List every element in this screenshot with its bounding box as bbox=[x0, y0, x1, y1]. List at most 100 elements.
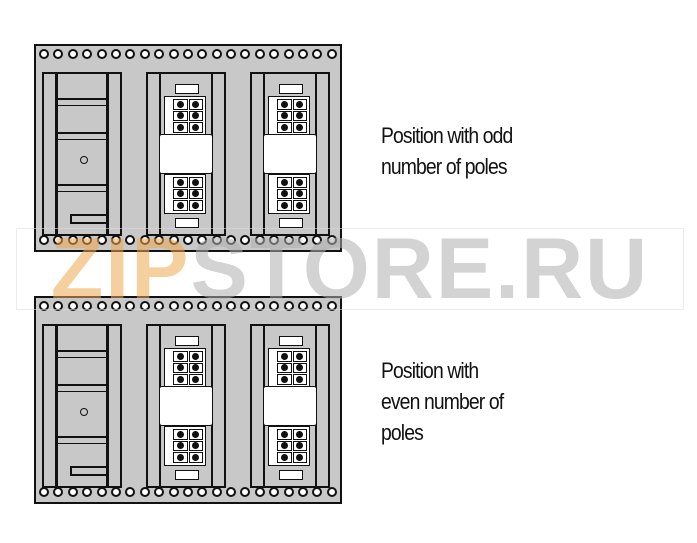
terminal-screw bbox=[173, 99, 188, 110]
caption-line: Position with bbox=[381, 358, 479, 383]
rail-hole bbox=[182, 235, 193, 245]
caption-line: Position with odd bbox=[381, 123, 513, 148]
relay-module bbox=[250, 324, 330, 488]
rail-hole bbox=[312, 235, 323, 245]
terminal-screw bbox=[292, 177, 307, 188]
rail-hole bbox=[326, 301, 337, 311]
rail-hole bbox=[240, 235, 251, 245]
terminal-screw bbox=[173, 374, 188, 385]
slot-bar bbox=[70, 214, 106, 224]
rail-hole bbox=[312, 487, 323, 497]
terminal-block-bottom bbox=[268, 174, 310, 214]
rail-hole bbox=[226, 301, 237, 311]
terminal-screw bbox=[188, 351, 203, 362]
rail-hole bbox=[168, 49, 179, 59]
terminal-screw bbox=[188, 374, 203, 385]
terminal-screw bbox=[173, 351, 188, 362]
terminal-screw bbox=[173, 429, 188, 440]
rail-hole bbox=[39, 301, 49, 311]
relay-body bbox=[263, 82, 317, 228]
rail-hole bbox=[53, 301, 64, 311]
caption-odd: Position with odd number of poles bbox=[381, 120, 513, 182]
relay-body bbox=[159, 334, 213, 480]
terminal-screw bbox=[173, 440, 188, 452]
rail-hole bbox=[39, 487, 49, 497]
rail-holes bbox=[36, 48, 340, 62]
terminal-screw bbox=[277, 362, 292, 374]
terminal-screw bbox=[173, 200, 188, 211]
terminal-screw bbox=[277, 452, 292, 463]
rail-hole bbox=[298, 49, 309, 59]
rail-holes bbox=[36, 234, 340, 248]
rail-hole bbox=[82, 301, 93, 311]
clip-top bbox=[279, 336, 303, 346]
clip-top bbox=[175, 336, 199, 346]
rail-hole bbox=[283, 301, 294, 311]
rail-hole bbox=[283, 49, 294, 59]
terminal-screw bbox=[173, 452, 188, 463]
din-rail-panel-top bbox=[34, 44, 342, 252]
rail-hole bbox=[139, 487, 150, 497]
indicator-dot bbox=[80, 156, 88, 164]
module-side bbox=[107, 326, 120, 486]
relay-module bbox=[250, 72, 330, 236]
terminal-screw bbox=[188, 110, 203, 122]
module-side bbox=[107, 74, 120, 234]
rail-hole bbox=[283, 235, 294, 245]
rail-hole bbox=[269, 487, 280, 497]
rail-hole bbox=[110, 49, 121, 59]
terminal-screw bbox=[188, 177, 203, 188]
terminal-screw bbox=[173, 177, 188, 188]
rail-hole bbox=[67, 235, 78, 245]
terminal-screw bbox=[173, 362, 188, 374]
slot-bar bbox=[70, 466, 106, 476]
rail-hole bbox=[254, 487, 265, 497]
rail-hole bbox=[182, 487, 193, 497]
rail-hole bbox=[168, 301, 179, 311]
rail-hole bbox=[254, 235, 265, 245]
terminal-screw bbox=[292, 440, 307, 452]
terminal-screw bbox=[277, 429, 292, 440]
clip-top bbox=[175, 84, 199, 94]
rail-hole bbox=[182, 301, 193, 311]
terminal-screw bbox=[292, 110, 307, 122]
terminal-screw bbox=[173, 188, 188, 200]
rail-holes bbox=[36, 486, 340, 500]
terminal-screw bbox=[292, 351, 307, 362]
rail-hole bbox=[197, 49, 208, 59]
rail-hole bbox=[240, 49, 251, 59]
rail-hole bbox=[67, 487, 78, 497]
rail-hole bbox=[298, 301, 309, 311]
rail-hole bbox=[53, 235, 64, 245]
terminal-screw bbox=[188, 362, 203, 374]
module-side bbox=[44, 74, 57, 234]
terminal-screw bbox=[292, 122, 307, 133]
terminal-screw bbox=[188, 452, 203, 463]
relay-label bbox=[263, 134, 317, 174]
rail-hole bbox=[154, 49, 165, 59]
rail-hole bbox=[197, 487, 208, 497]
terminal-screw bbox=[188, 440, 203, 452]
module-side bbox=[44, 326, 57, 486]
clip-bottom bbox=[175, 218, 199, 228]
rail-hole bbox=[139, 235, 150, 245]
rail-hole bbox=[254, 301, 265, 311]
rail-hole bbox=[326, 49, 337, 59]
relay-body bbox=[263, 334, 317, 480]
terminal-block-top bbox=[164, 348, 206, 388]
rail-hole bbox=[197, 301, 208, 311]
terminal-screw bbox=[292, 429, 307, 440]
rail-hole bbox=[67, 301, 78, 311]
terminal-screw bbox=[292, 188, 307, 200]
rail-hole bbox=[226, 49, 237, 59]
blank-module bbox=[42, 324, 122, 488]
rail-hole bbox=[269, 301, 280, 311]
rail-hole bbox=[226, 235, 237, 245]
clip-bottom bbox=[279, 218, 303, 228]
rail-hole bbox=[96, 487, 107, 497]
rail-hole bbox=[298, 487, 309, 497]
blank-inner bbox=[57, 326, 107, 486]
rail-hole bbox=[312, 49, 323, 59]
clip-bottom bbox=[175, 470, 199, 480]
rail-hole bbox=[67, 49, 78, 59]
